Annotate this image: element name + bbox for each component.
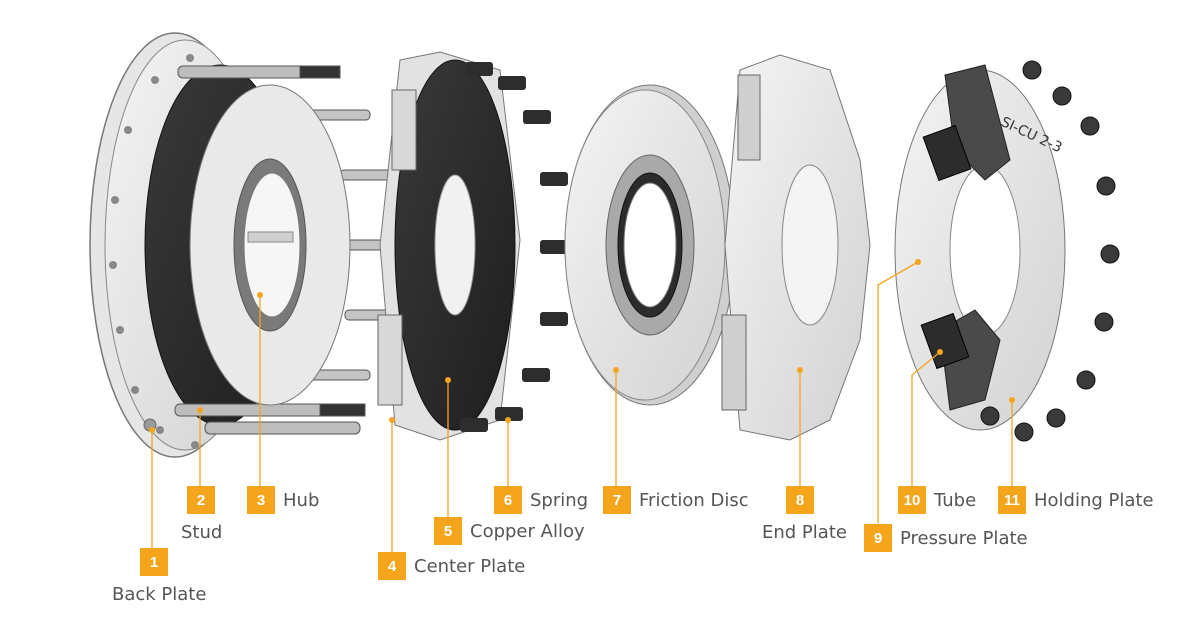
spring-parts xyxy=(460,62,568,432)
callout-label: Copper Alloy xyxy=(470,520,585,542)
callout-label: Pressure Plate xyxy=(900,527,1028,549)
callout-hub: 3 Hub xyxy=(247,486,319,514)
callout-back-plate: 1 Back Plate xyxy=(112,548,206,605)
callout-pressure-plate: 9 Pressure Plate xyxy=(864,524,1028,552)
callout-spring: 6 Spring xyxy=(494,486,588,514)
callout-label: Holding Plate xyxy=(1034,489,1154,511)
callout-copper-alloy: 5 Copper Alloy xyxy=(434,517,585,545)
callout-tube: 10 Tube xyxy=(898,486,976,514)
callout-end-plate: 8 End Plate xyxy=(762,486,847,543)
callout-badge: 5 xyxy=(434,517,462,545)
callout-badge: 2 xyxy=(187,486,215,514)
friction-disc-part xyxy=(564,84,736,406)
end-plate-part xyxy=(721,54,871,441)
callout-stud: 2 Stud xyxy=(181,486,222,543)
callout-holding-plate: 11 Holding Plate xyxy=(998,486,1154,514)
callout-friction-disc: 7 Friction Disc xyxy=(603,486,749,514)
leader-dots xyxy=(149,259,1015,433)
callout-badge: 3 xyxy=(247,486,275,514)
callout-badge: 6 xyxy=(494,486,522,514)
callout-label: Friction Disc xyxy=(639,489,749,511)
callout-badge: 11 xyxy=(998,486,1026,514)
callout-badge: 4 xyxy=(378,552,406,580)
callout-label: Spring xyxy=(530,489,589,511)
callout-badge: 8 xyxy=(786,486,814,514)
callout-label: Center Plate xyxy=(414,555,526,577)
callout-label: Back Plate xyxy=(112,584,207,605)
hub-part xyxy=(189,84,351,406)
callout-center-plate: 4 Center Plate xyxy=(378,552,525,580)
hex-nut-parts xyxy=(980,60,1120,442)
callout-badge: 9 xyxy=(864,524,892,552)
callout-label: End Plate xyxy=(762,522,847,543)
callout-label: Stud xyxy=(181,522,223,543)
callout-label: Tube xyxy=(934,489,977,511)
pressure-plate-part: SI-CU 2-3 xyxy=(894,64,1066,431)
callout-badge: 1 xyxy=(140,548,168,576)
leader-lines xyxy=(151,261,1013,552)
callout-label: Hub xyxy=(283,489,320,511)
callout-badge: 10 xyxy=(898,486,926,514)
callout-badge: 7 xyxy=(603,486,631,514)
center-plate-part xyxy=(377,51,521,441)
